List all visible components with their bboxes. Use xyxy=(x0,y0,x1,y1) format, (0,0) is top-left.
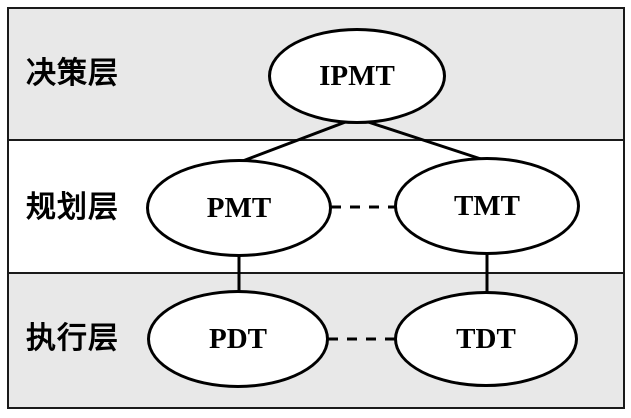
node-tmt: TMT xyxy=(394,157,580,255)
layer-label-execution: 执行层 xyxy=(26,321,119,356)
node-tdt: TDT xyxy=(394,291,578,387)
node-pmt: PMT xyxy=(146,159,332,257)
node-ipmt: IPMT xyxy=(268,28,446,124)
node-pdt: PDT xyxy=(147,290,329,388)
layer-label-decision: 决策层 xyxy=(26,56,119,91)
layer-label-planning: 规划层 xyxy=(26,190,119,225)
